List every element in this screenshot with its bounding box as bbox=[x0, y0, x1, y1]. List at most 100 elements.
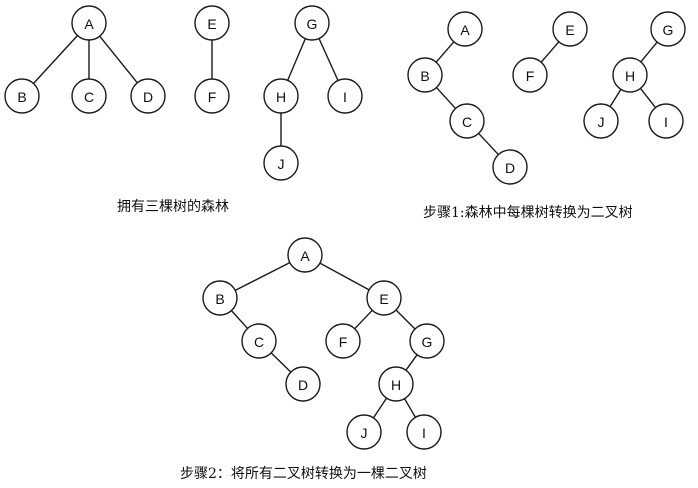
step1-tree1-node-B-circle bbox=[407, 57, 443, 93]
step1-tree3-node-J: J bbox=[583, 103, 619, 139]
step2-tree-edge-G-H bbox=[405, 354, 418, 371]
forest-tree3-node-I-label: I bbox=[343, 89, 347, 105]
step2-tree-node-A-label: A bbox=[300, 248, 310, 264]
forest-tree2-node-E: E bbox=[194, 5, 230, 41]
step2-tree-node-J-circle bbox=[346, 414, 382, 450]
step1-tree3-node-H: H bbox=[612, 57, 648, 93]
forest-tree3-node-G: G bbox=[294, 5, 330, 41]
step2-tree-node-E: E bbox=[366, 280, 402, 316]
step1-tree1-node-B: B bbox=[407, 57, 443, 93]
step2-tree-edge-B-C bbox=[230, 310, 249, 329]
forest-tree1-node-A-circle bbox=[71, 5, 107, 41]
forest-tree1-edge-A-D bbox=[99, 35, 138, 84]
forest-tree3-edge-G-I bbox=[318, 38, 339, 81]
step1-tree2-node-F-label: F bbox=[526, 68, 535, 84]
forest-tree1-node-D: D bbox=[130, 78, 166, 114]
forest-tree3-node-H-label: H bbox=[276, 89, 286, 105]
step1-tree1-edge-A-B bbox=[435, 41, 455, 63]
step1-tree2-node-E-label: E bbox=[565, 22, 574, 38]
step1-tree2-node-F: F bbox=[512, 57, 548, 93]
edges-layer bbox=[32, 35, 658, 419]
forest-tree3-node-J-label: J bbox=[278, 156, 285, 172]
step1-tree1-node-C-circle bbox=[449, 103, 485, 139]
step2-tree-node-J: J bbox=[346, 414, 382, 450]
forest-tree1-node-C-label: C bbox=[84, 89, 94, 105]
step2-tree-node-E-circle bbox=[366, 280, 402, 316]
step2-tree-edge-A-B bbox=[234, 262, 291, 291]
step1-tree1-node-A-circle bbox=[447, 11, 483, 47]
forest-tree2-node-E-label: E bbox=[207, 16, 216, 32]
step2-tree-edge-C-D bbox=[270, 352, 292, 373]
step2-tree-node-G-circle bbox=[409, 323, 445, 359]
step1-tree3-edge-H-I bbox=[639, 87, 657, 109]
step2-tree-node-G-label: G bbox=[422, 334, 433, 350]
step2-tree-edge-H-I bbox=[403, 398, 417, 418]
step1-tree1-node-C-label: C bbox=[462, 114, 472, 130]
forest-tree3-node-H: H bbox=[263, 78, 299, 114]
forest-tree3-node-I: I bbox=[327, 78, 363, 114]
step1-tree3-node-I: I bbox=[648, 103, 684, 139]
step1-tree3-node-H-label: H bbox=[625, 68, 635, 84]
step1-tree3-edge-G-H bbox=[640, 41, 658, 63]
step2-tree-node-H-label: H bbox=[391, 377, 401, 393]
step2-tree-node-C: C bbox=[241, 323, 277, 359]
step1-tree1-node-D-circle bbox=[492, 149, 528, 185]
forest-tree3-node-J-circle bbox=[263, 145, 299, 181]
step1-tree3-node-I-label: I bbox=[664, 114, 668, 130]
forest-tree3-node-I-circle bbox=[327, 78, 363, 114]
step2-tree-node-J-label: J bbox=[361, 425, 368, 441]
forest-tree3-node-G-label: G bbox=[307, 16, 318, 32]
step2-tree-node-I-circle bbox=[406, 414, 442, 450]
step1-tree3-node-J-circle bbox=[583, 103, 619, 139]
step2-tree-node-D-label: D bbox=[298, 377, 308, 393]
forest-tree1-node-C: C bbox=[71, 78, 107, 114]
step1-tree3-node-G: G bbox=[650, 11, 686, 47]
forest-tree1-node-D-circle bbox=[130, 78, 166, 114]
step1-tree1-node-C: C bbox=[449, 103, 485, 139]
step2-tree-node-A: A bbox=[287, 237, 323, 273]
forest-tree1-node-A: A bbox=[71, 5, 107, 41]
step2-tree-node-G: G bbox=[409, 323, 445, 359]
step2-tree-node-B-circle bbox=[202, 280, 238, 316]
caption-step1: 步骤1:森林中每棵树转换为二叉树 bbox=[423, 205, 633, 221]
step2-tree-node-H-circle bbox=[378, 366, 414, 402]
forest-tree2-node-F-circle bbox=[194, 78, 230, 114]
forest-tree2-node-E-circle bbox=[194, 5, 230, 41]
forest-tree3-node-H-circle bbox=[263, 78, 299, 114]
step2-tree-node-D-circle bbox=[285, 366, 321, 402]
step2-tree-node-C-label: C bbox=[254, 334, 264, 350]
forest-tree3-node-J: J bbox=[263, 145, 299, 181]
step1-tree1-node-D: D bbox=[492, 149, 528, 185]
step1-tree1-node-A-label: A bbox=[460, 22, 470, 38]
step2-tree-node-D: D bbox=[285, 366, 321, 402]
forest-tree1-node-A-label: A bbox=[84, 16, 94, 32]
forest-tree1-node-B-label: B bbox=[17, 89, 26, 105]
step1-tree1-node-D-label: D bbox=[505, 160, 515, 176]
step2-tree-node-E-label: E bbox=[379, 291, 388, 307]
forest-tree2-node-F-label: F bbox=[208, 89, 217, 105]
step1-tree1-edge-B-C bbox=[435, 87, 457, 109]
forest-tree1-node-D-label: D bbox=[143, 89, 153, 105]
step2-tree-node-I: I bbox=[406, 414, 442, 450]
step1-tree1-node-A: A bbox=[447, 11, 483, 47]
step2-tree-node-F: F bbox=[325, 323, 361, 359]
step1-tree1-edge-C-D bbox=[478, 132, 499, 156]
step2-tree-node-H: H bbox=[378, 366, 414, 402]
step2-tree-edge-H-J bbox=[372, 397, 388, 419]
forest-tree2-node-F: F bbox=[194, 78, 230, 114]
step1-tree3-node-H-circle bbox=[612, 57, 648, 93]
step2-tree-node-B-label: B bbox=[215, 291, 224, 307]
step2-tree-node-A-circle bbox=[287, 237, 323, 273]
forest-tree3-edge-G-H bbox=[287, 38, 306, 81]
step1-tree1-node-B-label: B bbox=[420, 68, 429, 84]
step2-tree-node-I-label: I bbox=[422, 425, 426, 441]
step2-tree-node-F-label: F bbox=[339, 334, 348, 350]
step2-tree-edge-E-G bbox=[395, 309, 416, 330]
step1-tree2-node-E-circle bbox=[552, 11, 588, 47]
forest-tree1-node-B: B bbox=[4, 78, 40, 114]
nodes-layer: A B C D E F G H I J A B C D E F G H J I A B C D E F G H J I bbox=[4, 5, 686, 450]
step2-tree-node-C-circle bbox=[241, 323, 277, 359]
step1-tree3-node-G-label: G bbox=[663, 22, 674, 38]
forest-tree1-node-C-circle bbox=[71, 78, 107, 114]
